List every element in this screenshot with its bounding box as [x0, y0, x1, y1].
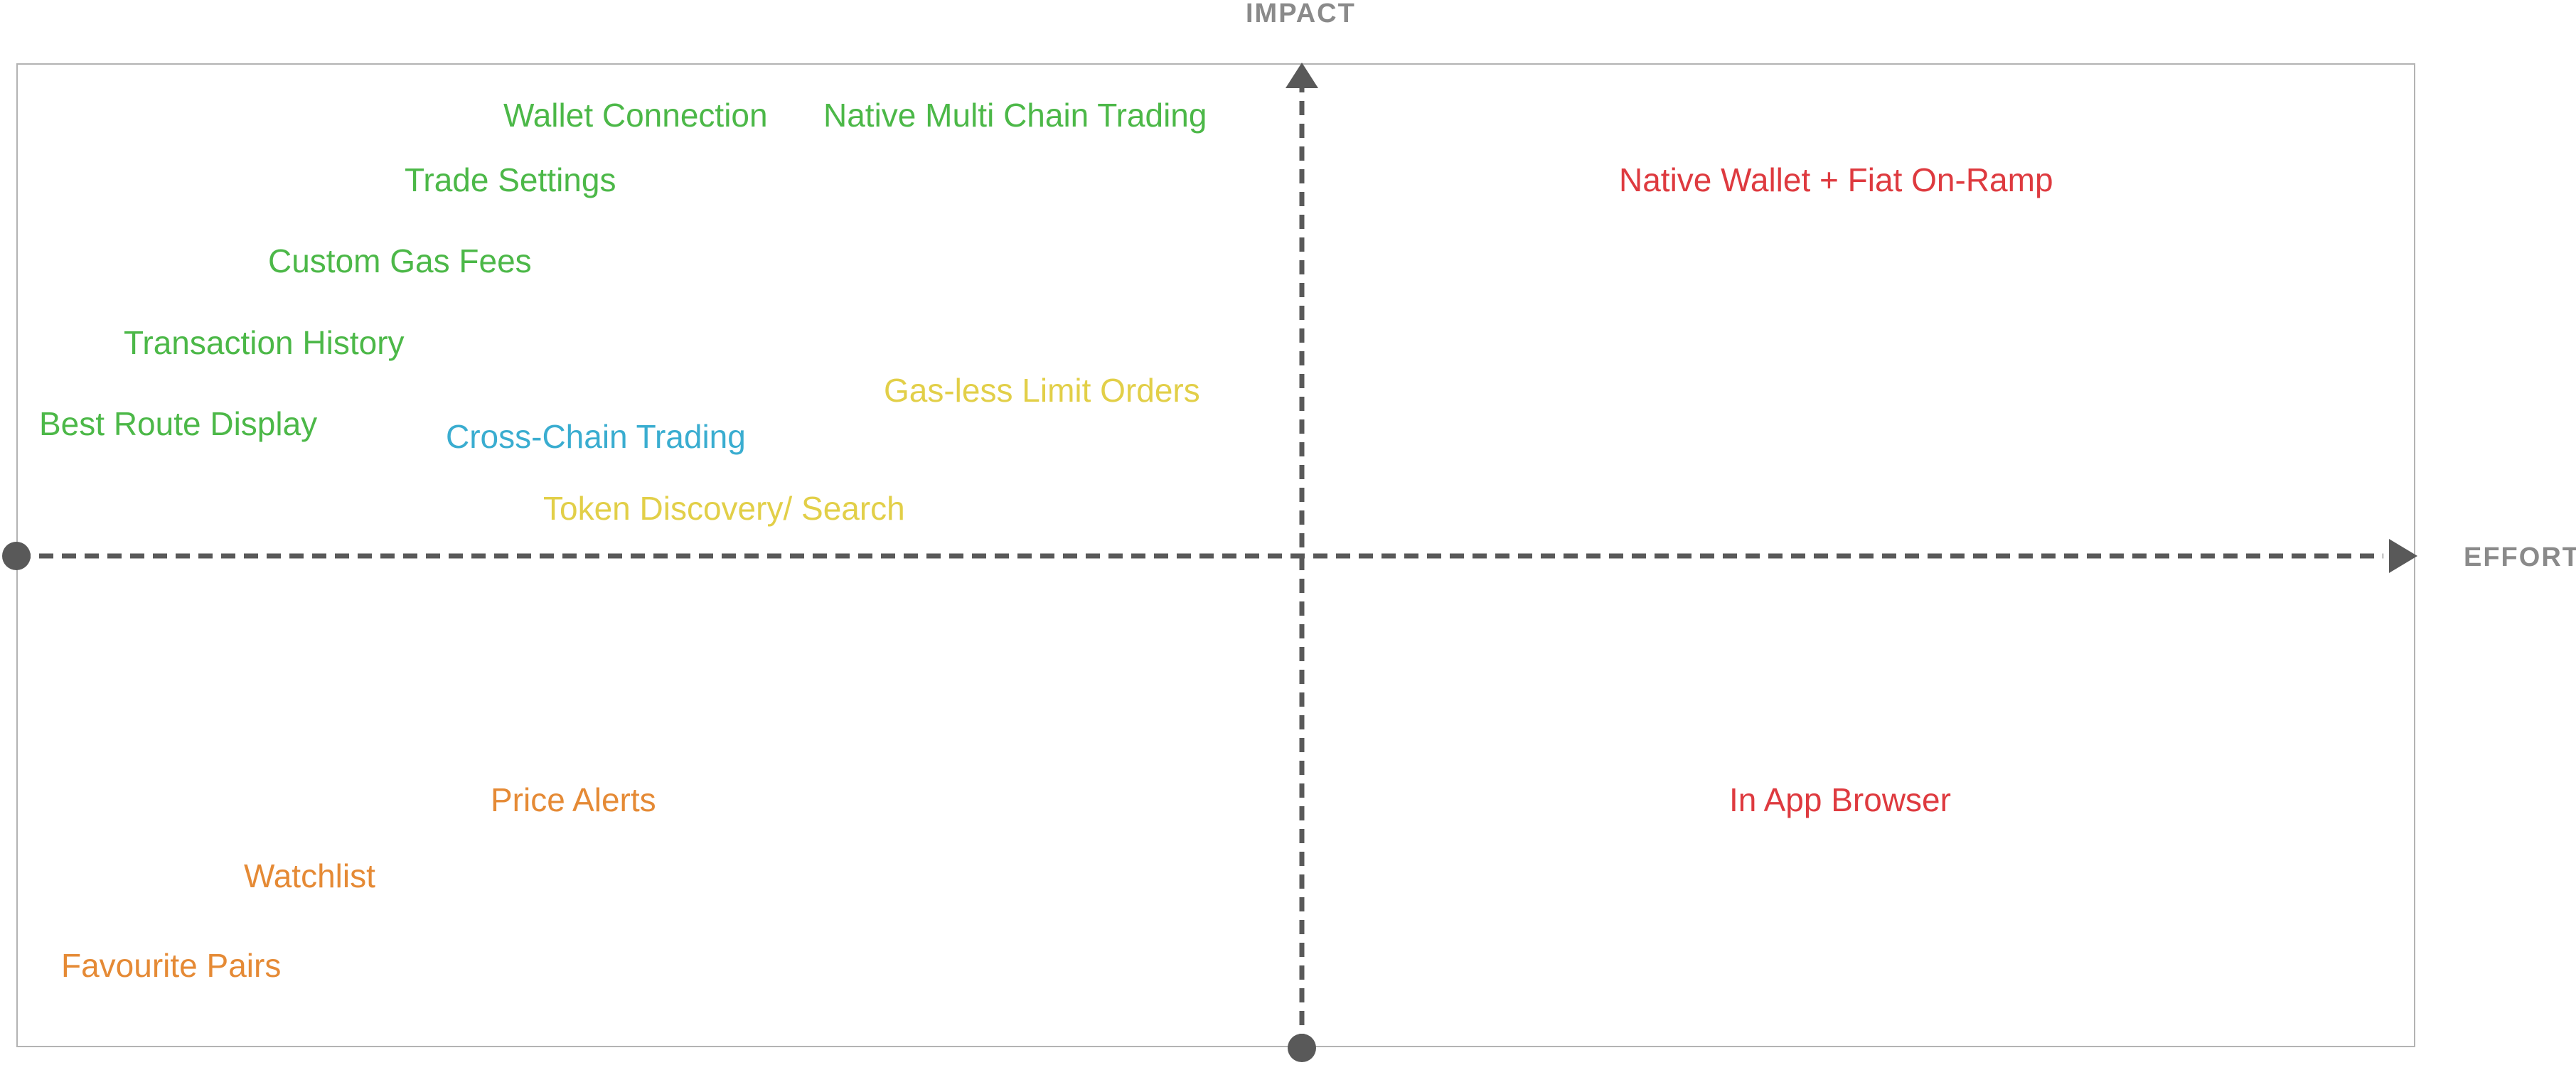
item-token-discovery-search: Token Discovery/ Search: [543, 490, 905, 527]
item-watchlist: Watchlist: [244, 857, 375, 894]
item-price-alerts: Price Alerts: [491, 781, 656, 818]
impact-axis-arrow: [1286, 63, 1318, 88]
item-native-multi-chain-trading: Native Multi Chain Trading: [823, 97, 1207, 134]
item-wallet-connection: Wallet Connection: [503, 97, 768, 134]
item-best-route-display: Best Route Display: [39, 405, 318, 442]
item-in-app-browser: In App Browser: [1729, 781, 1951, 818]
item-favourite-pairs: Favourite Pairs: [61, 947, 282, 984]
item-native-wallet-fiat-on-ramp: Native Wallet + Fiat On-Ramp: [1619, 161, 2053, 198]
item-trade-settings: Trade Settings: [405, 161, 616, 198]
item-transaction-history: Transaction History: [124, 324, 405, 361]
impact-axis-origin-dot: [1288, 1034, 1316, 1062]
item-cross-chain-trading: Cross-Chain Trading: [446, 418, 746, 455]
item-gas-less-limit-orders: Gas-less Limit Orders: [884, 372, 1200, 409]
item-custom-gas-fees: Custom Gas Fees: [268, 242, 532, 279]
impact-axis-label: IMPACT: [1246, 0, 1356, 28]
effort-axis-arrow: [2389, 539, 2417, 573]
effort-axis-label: EFFORT: [2464, 542, 2576, 572]
effort-axis-origin-dot: [2, 542, 31, 570]
